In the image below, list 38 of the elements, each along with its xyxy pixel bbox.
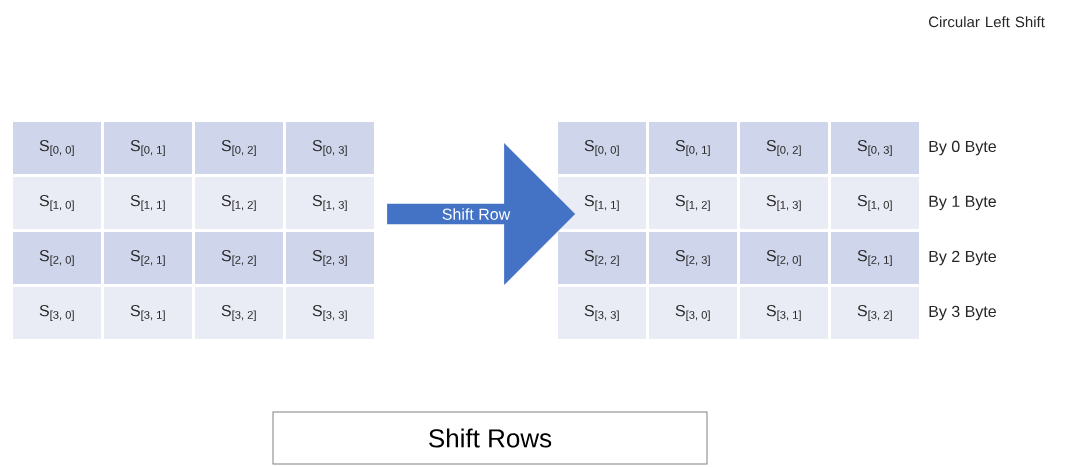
column-header: Circular Left Shift xyxy=(929,16,1045,28)
row-note: By 3 Byte xyxy=(929,305,996,321)
table-cell: S$_{[0, 1]}$ xyxy=(104,122,192,174)
table-cell: S$_{[2, 2]}$ xyxy=(195,232,283,284)
table-cell: S$_{[1, 1]}$ xyxy=(558,177,646,229)
table-cell: S$_{[1, 2]}$ xyxy=(195,177,283,229)
table-cell: S$_{[2, 0]}$ xyxy=(740,232,828,284)
table-cell: S$_{[2, 2]}$ xyxy=(558,232,646,284)
table-cell: S$_{[0, 3]}$ xyxy=(831,122,919,174)
table-cell: S$_{[2, 0]}$ xyxy=(13,232,101,284)
table-cell: S$_{[3, 0]}$ xyxy=(13,287,101,339)
table-cell: S$_{[3, 2]}$ xyxy=(195,287,283,339)
table-cell: S$_{[1, 0]}$ xyxy=(13,177,101,229)
table-cell: S$_{[0, 0]}$ xyxy=(13,122,101,174)
table-cell: S$_{[0, 2]}$ xyxy=(740,122,828,174)
table-cell: S$_{[0, 1]}$ xyxy=(649,122,737,174)
table-cell: S$_{[1, 3]}$ xyxy=(740,177,828,229)
row-note: By 0 Byte xyxy=(929,140,996,156)
table-cell: S$_{[2, 3]}$ xyxy=(286,232,374,284)
table-cell: S$_{[1, 2]}$ xyxy=(649,177,737,229)
table-cell: S$_{[2, 1]}$ xyxy=(831,232,919,284)
table-cell: S$_{[3, 3]}$ xyxy=(558,287,646,339)
table-cell: S$_{[3, 2]}$ xyxy=(831,287,919,339)
table-cell: S$_{[1, 1]}$ xyxy=(104,177,192,229)
table-cell: S$_{[0, 2]}$ xyxy=(195,122,283,174)
table-cell: S$_{[3, 0]}$ xyxy=(649,287,737,339)
table-cell: S$_{[2, 3]}$ xyxy=(649,232,737,284)
table-cell: S$_{[1, 0]}$ xyxy=(831,177,919,229)
table-cell: S$_{[3, 1]}$ xyxy=(740,287,828,339)
table-cell: S$_{[3, 1]}$ xyxy=(104,287,192,339)
table-cell: S$_{[3, 3]}$ xyxy=(286,287,374,339)
table-cell: S$_{[0, 0]}$ xyxy=(558,122,646,174)
row-note: By 1 Byte xyxy=(929,195,996,211)
title-box: Shift Rows xyxy=(272,411,708,465)
row-note: By 2 Byte xyxy=(929,250,996,266)
table-cell: S$_{[1, 3]}$ xyxy=(286,177,374,229)
table-cell: S$_{[0, 3]}$ xyxy=(286,122,374,174)
table-cell: S$_{[2, 1]}$ xyxy=(104,232,192,284)
